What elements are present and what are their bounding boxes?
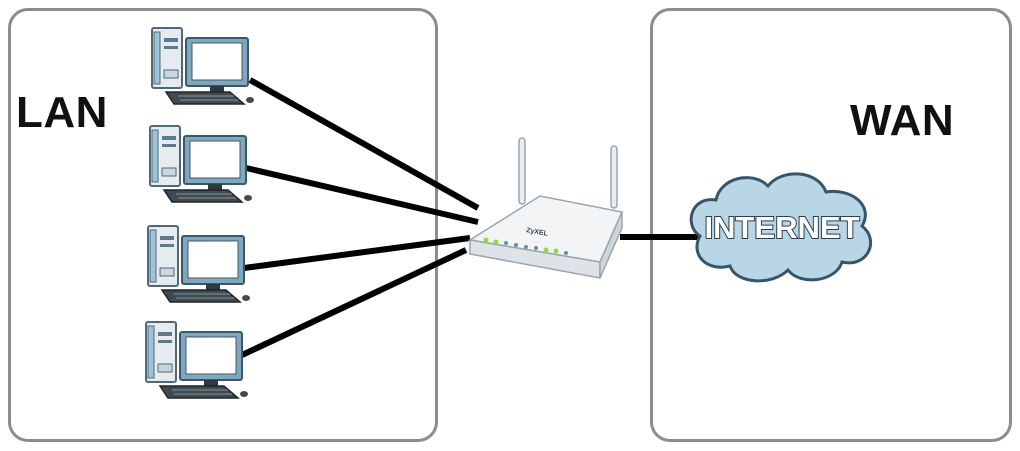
cable-pc-1 [248,77,480,211]
desktop-computer-icon [151,27,255,105]
desktop-computer-icon [145,321,249,399]
wan-label: WAN [850,96,955,145]
wireless-router-icon: ZyXEL [467,137,624,279]
lan-label: LAN [16,88,108,137]
cable-pc-3 [243,235,471,271]
internet-cloud-icon: INTERNET [689,172,873,283]
desktop-computer-icon [147,225,251,303]
desktop-computer-icon [149,125,253,203]
router-brand-label: ZyXEL [526,227,549,238]
internet-label: INTERNET [705,210,860,245]
cable-pc-4 [240,247,468,358]
cable-pc-2 [245,165,479,225]
